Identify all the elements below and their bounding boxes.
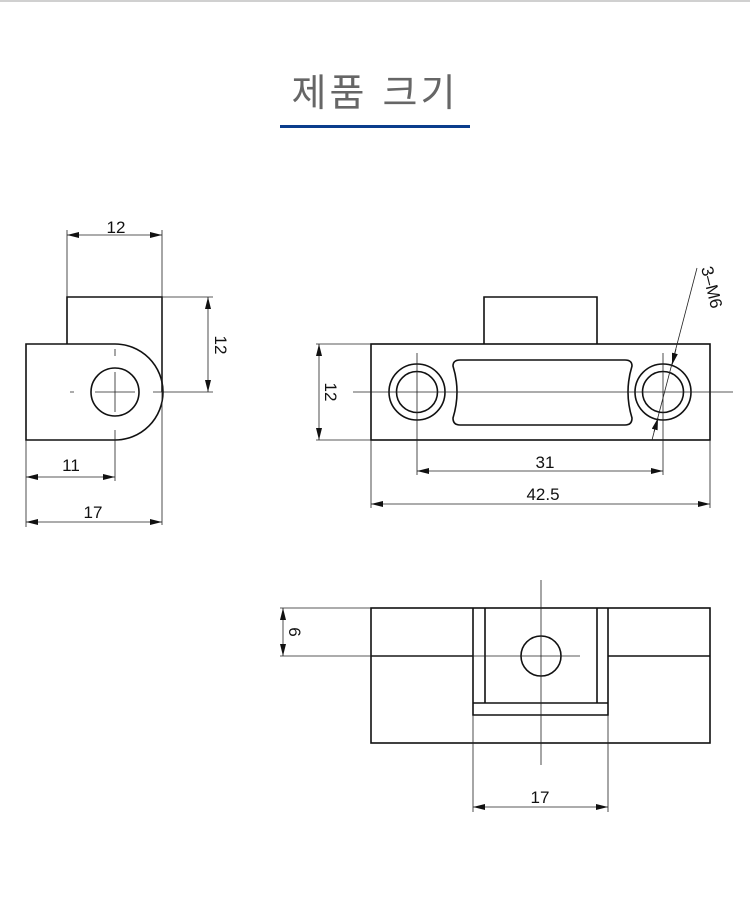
thread-callout: 3–M6 [697, 264, 726, 310]
title-underline [280, 125, 470, 128]
side-centerlines [70, 349, 213, 412]
thread-arrow-top [671, 348, 678, 366]
dim-label-top-height: 12 [211, 336, 230, 355]
front-extension-lines [316, 343, 711, 508]
dim-label-hole-offset: 11 [62, 456, 80, 475]
dim-label-offset: 6 [285, 627, 304, 636]
bottom-body [370, 607, 711, 744]
front-view: 12 31 42.5 3–M6 [316, 264, 733, 508]
thread-arrow-bottom [651, 417, 659, 433]
side-extension-lines [25, 230, 213, 527]
dim-label-total-width: 17 [84, 503, 103, 522]
side-body [25, 343, 164, 441]
dim-label-channel-width: 17 [531, 788, 550, 807]
front-slot [452, 359, 633, 426]
page-title: 제품 크기 [291, 71, 459, 115]
dim-label-hole-spacing: 31 [536, 453, 555, 472]
bottom-view: 6 17 [280, 580, 711, 812]
bottom-extension-lines [472, 715, 609, 812]
top-divider [0, 0, 750, 2]
dim-label-top-width: 12 [107, 218, 126, 237]
bottom-centerlines [280, 580, 580, 765]
dim-label-total-length: 42.5 [526, 485, 559, 504]
dim-label-height: 12 [321, 383, 340, 402]
front-top-block [483, 296, 598, 344]
side-hole [90, 367, 140, 417]
side-view: 12 12 11 17 [25, 218, 230, 527]
front-centerlines [353, 353, 733, 475]
bottom-channel [472, 608, 609, 716]
